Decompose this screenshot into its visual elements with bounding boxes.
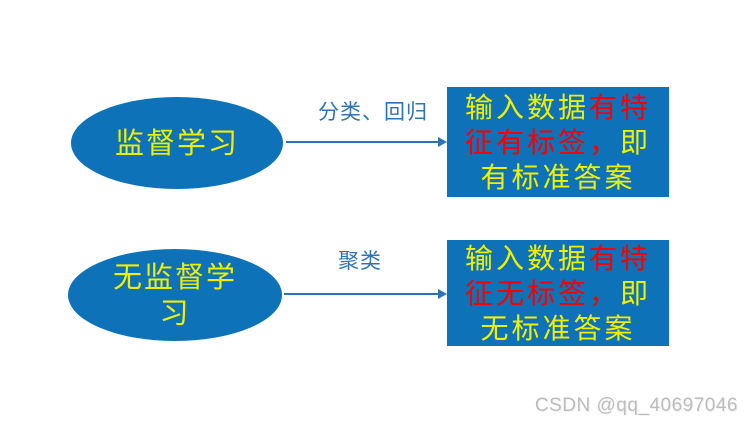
box-unsupervised-line-3: 无标准答案: [447, 311, 669, 346]
text-segment: 输入数据: [464, 241, 589, 275]
text-segment: 有标准答案: [480, 160, 636, 194]
box-unsupervised-line-1: 输入数据有特: [447, 241, 669, 276]
arrow-unsupervised-label: 聚类: [338, 249, 382, 273]
text-segment: 即: [620, 125, 652, 159]
arrow-supervised-head-icon: [438, 137, 447, 147]
box-supervised-line-1: 输入数据有特: [447, 90, 669, 125]
csdn-watermark: CSDN @qq_40697046: [534, 395, 738, 416]
text-segment: 即: [620, 276, 652, 310]
arrow-supervised-label: 分类、回归: [318, 100, 428, 124]
node-supervised-learning: 监督学习: [71, 97, 283, 189]
text-segment: 无标准答案: [480, 311, 636, 345]
arrow-unsupervised-line: [284, 293, 439, 295]
arrow-supervised-line: [286, 141, 439, 143]
box-unsupervised-result: 输入数据有特 征无标签，即 无标准答案: [447, 240, 669, 346]
text-segment: 输入数据: [464, 90, 589, 124]
box-supervised-result: 输入数据有特 征有标签，即 有标准答案: [447, 87, 669, 197]
box-supervised-line-2: 征有标签，即: [447, 125, 669, 160]
box-unsupervised-line-2: 征无标签，即: [447, 276, 669, 311]
text-segment: 征有标签，: [464, 125, 620, 159]
text-segment: 征无标签，: [464, 276, 620, 310]
node-supervised-learning-label: 监督学习: [114, 126, 239, 160]
box-supervised-line-3: 有标准答案: [447, 160, 669, 195]
text-segment: 有特: [589, 241, 652, 275]
text-segment: 有特: [589, 90, 652, 124]
arrow-unsupervised-head-icon: [438, 289, 447, 299]
node-unsupervised-learning: 无监督学习: [68, 249, 282, 341]
node-unsupervised-learning-label: 无监督学习: [112, 260, 237, 330]
